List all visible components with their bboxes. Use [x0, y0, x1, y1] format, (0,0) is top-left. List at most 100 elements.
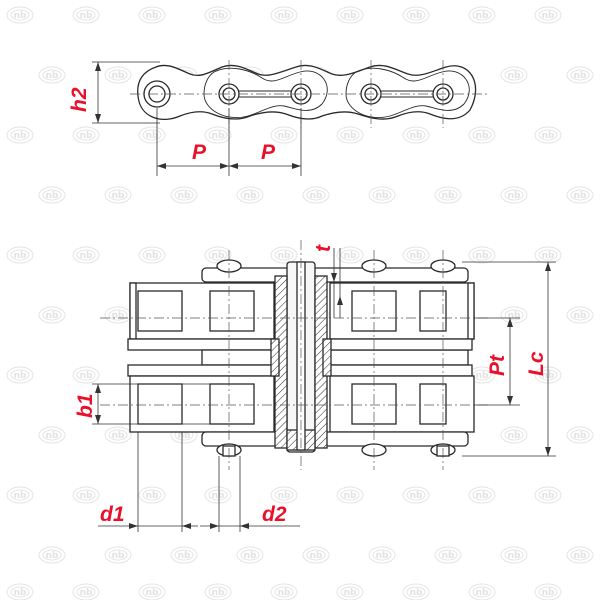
brand-logo-icon [270, 583, 298, 600]
top-view-middle-plate [201, 349, 469, 366]
brand-logo-icon [566, 546, 594, 564]
brand-logo-icon [566, 186, 594, 204]
brand-logo-icon [534, 486, 562, 504]
brand-logo-icon [38, 426, 66, 444]
brand-logo-icon [138, 6, 166, 24]
b1-dimension: b1 [74, 383, 210, 425]
brand-logo-icon [402, 583, 430, 600]
h2-label: h2 [68, 87, 91, 112]
brand-logo-icon [204, 126, 232, 144]
brand-logo-icon [270, 6, 298, 24]
t-label: t [312, 244, 335, 252]
brand-logo-icon [434, 546, 462, 564]
brand-logo-icon [402, 486, 430, 504]
brand-logo-icon [236, 186, 264, 204]
brand-logo-icon [104, 306, 132, 324]
brand-logo-icon [72, 366, 100, 384]
brand-logo-icon [468, 583, 496, 600]
t-dimension: t [312, 244, 343, 318]
brand-logo-icon [270, 486, 298, 504]
brand-logo-icon [38, 186, 66, 204]
brand-logo-icon [204, 583, 232, 600]
brand-logo-icon [402, 6, 430, 24]
brand-logo-icon [204, 6, 232, 24]
brand-logo-icon [236, 546, 264, 564]
brand-logo-icon [138, 126, 166, 144]
brand-logo-icon [534, 583, 562, 600]
side-view-inner-plate-right [345, 67, 470, 118]
brand-logo-icon [38, 306, 66, 324]
pitch-label-left: P [192, 141, 207, 164]
brand-logo-icon [204, 486, 232, 504]
brand-logo-icon [402, 126, 430, 144]
pitch-label-right: P [261, 141, 276, 164]
brand-logo-icon [468, 486, 496, 504]
brand-logo-icon [500, 426, 528, 444]
pitch-dimension: P P [156, 108, 302, 176]
brand-logo-icon [72, 486, 100, 504]
brand-logo-icon [500, 186, 528, 204]
brand-logo-icon [534, 246, 562, 264]
top-view [100, 240, 490, 470]
d1-dimension: d1 [98, 432, 198, 532]
brand-logo-icon [170, 186, 198, 204]
brand-logo-icon [6, 126, 34, 144]
top-view-rollers [137, 290, 447, 425]
brand-logo-icon [104, 546, 132, 564]
brand-logo-icon [500, 66, 528, 84]
brand-logo-icon [468, 126, 496, 144]
brand-logo-icon [6, 246, 34, 264]
d1-label: d1 [100, 503, 125, 526]
brand-logo-icon [468, 246, 496, 264]
brand-logo-icon [336, 126, 364, 144]
brand-logo-icon [402, 246, 430, 264]
side-view-inner-plate-left [203, 67, 328, 118]
brand-logo-icon [566, 306, 594, 324]
brand-logo-icon [434, 186, 462, 204]
b1-label: b1 [74, 393, 97, 418]
brand-logo-icon [104, 186, 132, 204]
d2-label: d2 [262, 503, 287, 526]
brand-logo-icon [138, 486, 166, 504]
brand-logo-icon [104, 66, 132, 84]
top-view-outer-plate-lower [201, 431, 469, 447]
brand-logo-icon [500, 306, 528, 324]
brand-logo-icon [72, 6, 100, 24]
brand-logo-icon [336, 583, 364, 600]
brand-logo-icon [468, 6, 496, 24]
brand-logo-icon [138, 583, 166, 600]
brand-logo-icon [6, 583, 34, 600]
brand-logo-icon [336, 246, 364, 264]
brand-logo-icon [336, 6, 364, 24]
brand-logo-icon [368, 186, 396, 204]
brand-logo-icon [534, 6, 562, 24]
brand-logo-icon [566, 426, 594, 444]
brand-logo-icon [534, 126, 562, 144]
brand-logo-icon [72, 126, 100, 144]
h2-dimension: h2 [68, 61, 160, 124]
brand-logo-icon [72, 583, 100, 600]
brand-logo-icon [38, 66, 66, 84]
brand-logo-icon [6, 486, 34, 504]
brand-logo-icon [302, 546, 330, 564]
brand-logo-icon [302, 186, 330, 204]
brand-logo-icon [170, 546, 198, 564]
brand-logo-icon [104, 426, 132, 444]
brand-logo-icon [72, 246, 100, 264]
brand-logo-icon [368, 546, 396, 564]
brand-logo-icon [270, 246, 298, 264]
brand-logo-icon [138, 246, 166, 264]
lc-label: Lc [525, 351, 548, 376]
brand-logo-icon [6, 366, 34, 384]
lc-dimension: Lc [462, 261, 556, 457]
brand-logo-icon [566, 66, 594, 84]
brand-logo-icon [6, 6, 34, 24]
side-view [130, 60, 490, 128]
brand-logo-icon [336, 486, 364, 504]
pt-dimension: Pt [474, 317, 520, 406]
d2-dimension: d2 [200, 456, 300, 532]
pt-label: Pt [486, 354, 509, 376]
brand-logo-icon [500, 546, 528, 564]
brand-logo-icon [38, 546, 66, 564]
